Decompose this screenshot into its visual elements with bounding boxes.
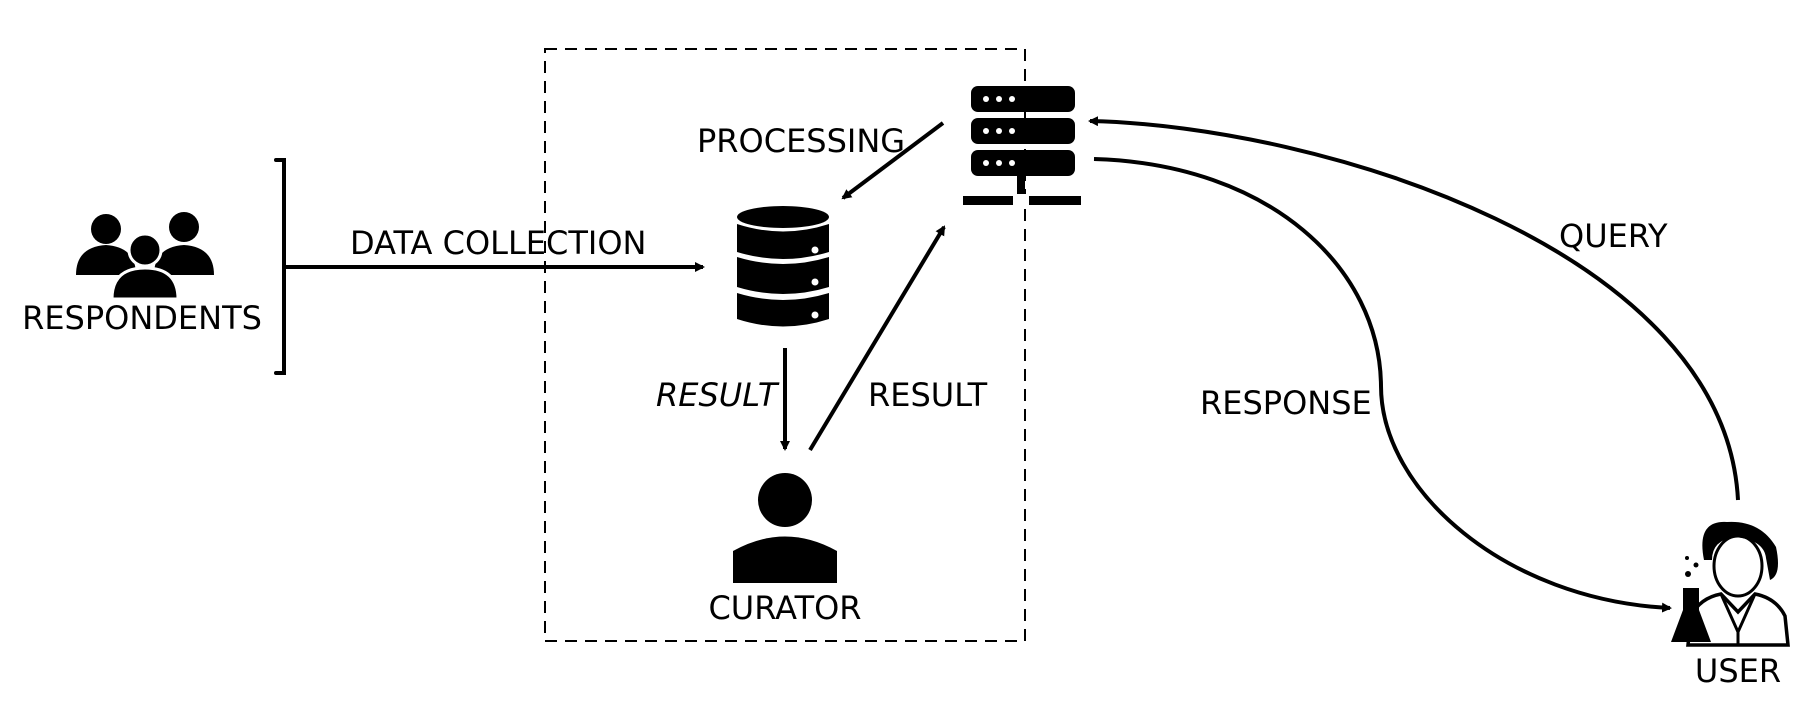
database-icon [737, 206, 829, 327]
processing-label: PROCESSING [697, 122, 905, 160]
query-arrow [1088, 116, 1740, 501]
result-db-to-curator-label: RESULT [656, 376, 780, 414]
processing-arrow [841, 121, 945, 200]
user-label: USER [1695, 652, 1781, 690]
result-curator-to-server-arrow [808, 225, 946, 452]
respondents-bracket [274, 158, 286, 375]
people-group-icon [76, 212, 214, 301]
curator-label: CURATOR [708, 589, 861, 627]
data-collection-label: DATA COLLECTION [350, 224, 646, 262]
query-label: QUERY [1559, 217, 1668, 255]
server-icon [963, 86, 1081, 206]
trusted-boundary [544, 48, 1026, 642]
person-icon [733, 473, 837, 583]
respondents-label: RESPONDENTS [22, 299, 262, 337]
response-label: RESPONSE [1200, 384, 1372, 422]
result-curator-to-server-label: RESULT [868, 376, 988, 414]
scientist-icon [1671, 521, 1790, 647]
response-arrow [1093, 157, 1672, 613]
